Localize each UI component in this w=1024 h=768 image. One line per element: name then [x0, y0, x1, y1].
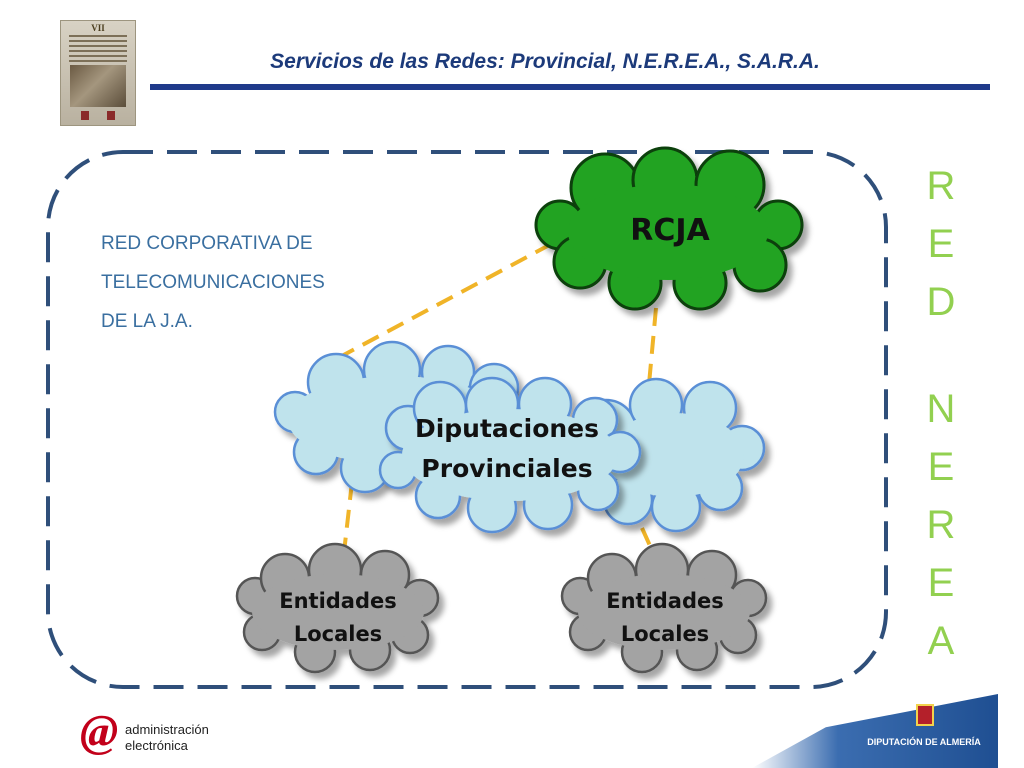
rcja-label: RCJA: [630, 213, 710, 248]
corporate-network-label-line: DE LA J.A.: [101, 311, 193, 332]
side-letter: N: [926, 387, 956, 431]
side-letter: A: [927, 619, 955, 663]
page-title: Servicios de las Redes: Provincial, N.E.…: [270, 50, 820, 73]
local-right-label-line1: Entidades: [606, 589, 724, 613]
side-letter: E: [927, 445, 955, 489]
corporate-network-label-line: TELECOMUNICACIONES: [101, 272, 325, 293]
side-word-red: R E D: [918, 157, 964, 331]
thumbnail-numeral: VII: [91, 23, 105, 33]
administracion-electronica-logo: @ administración electrónica: [80, 706, 230, 762]
side-letter: R: [926, 164, 956, 208]
nerea-boundary: [46, 150, 888, 689]
thumbnail-seal-icon: [81, 111, 89, 120]
corporate-network-label-line: RED CORPORATIVA DE: [101, 233, 313, 254]
side-letter: E: [927, 561, 955, 605]
local-left-label-line1: Entidades: [279, 589, 397, 613]
thumbnail-text-lines: [69, 35, 127, 65]
provincial-label-line1: Diputaciones: [415, 414, 599, 443]
at-sign-icon: @: [80, 705, 119, 756]
logo-text-line2: electrónica: [125, 738, 188, 753]
link-provincial-rcja: [337, 240, 556, 360]
side-letter: R: [926, 503, 956, 547]
rcja-cloud: [534, 146, 804, 311]
provincial-cloud-center: [378, 376, 642, 534]
side-letter: E: [927, 222, 955, 266]
thumbnail-photo: [70, 65, 126, 107]
local-cloud-left: [235, 542, 440, 674]
corporate-network-label: RED CORPORATIVA DE TELECOMUNICACIONES DE…: [101, 224, 325, 341]
side-letter: D: [926, 280, 956, 324]
conference-thumbnail: VII: [60, 20, 136, 126]
institution-name: DIPUTACIÓN DE ALMERÍA: [867, 737, 981, 747]
local-cloud-right: [560, 542, 768, 674]
title-rule: [150, 84, 990, 90]
provincial-label-line2: Provinciales: [421, 454, 592, 483]
local-right-label-line2: Locales: [621, 622, 709, 646]
logo-text-line1: administración: [125, 722, 209, 737]
thumbnail-seal-icon: [107, 111, 115, 120]
crest-icon: [916, 704, 934, 726]
side-word-nerea: N E R E A: [918, 380, 964, 670]
local-left-label-line2: Locales: [294, 622, 382, 646]
